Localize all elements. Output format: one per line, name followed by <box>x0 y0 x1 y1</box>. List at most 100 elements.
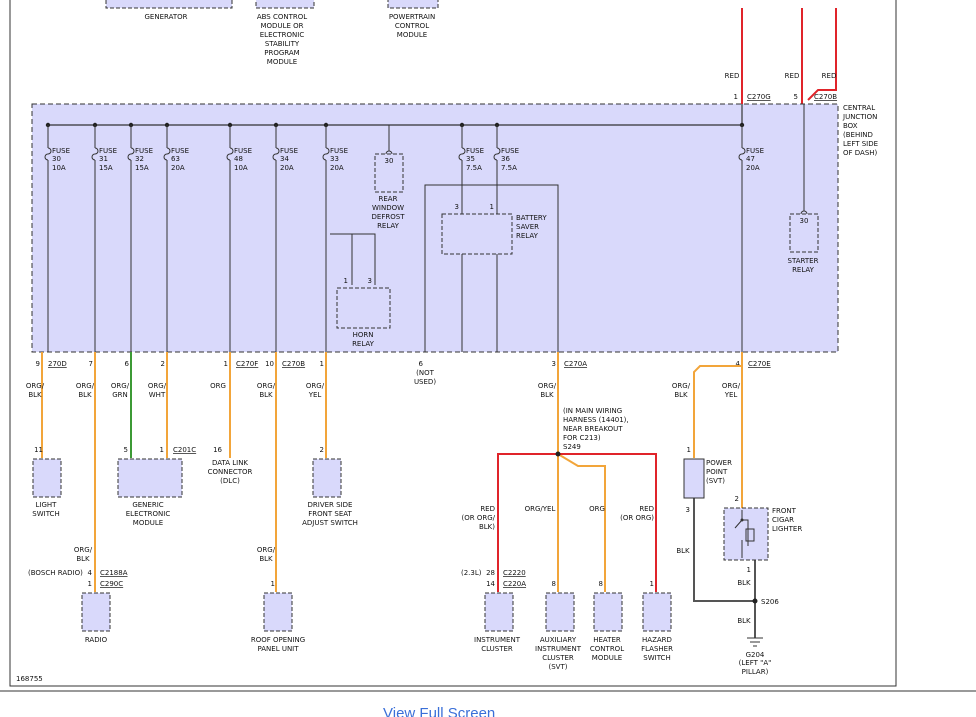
svg-text:ORG/YEL: ORG/YEL <box>306 382 325 399</box>
output-pin-3: 6 <box>125 360 130 368</box>
figure-id: 168755 <box>16 675 43 683</box>
svg-text:30: 30 <box>385 157 394 165</box>
svg-text:1: 1 <box>271 580 275 588</box>
svg-text:C2220: C2220 <box>503 569 526 577</box>
svg-text:2: 2 <box>320 446 324 454</box>
svg-text:C270F: C270F <box>236 360 258 368</box>
svg-text:(BOSCH RADIO): (BOSCH RADIO) <box>28 569 83 577</box>
svg-text:1: 1 <box>88 580 92 588</box>
svg-text:270D: 270D <box>48 360 67 368</box>
svg-text:ORG/BLK: ORG/BLK <box>74 546 93 563</box>
circuit-wires <box>41 352 758 638</box>
fuse-num: 30 <box>52 155 61 163</box>
fuse-amp: 15A <box>135 164 149 172</box>
svg-text:ORG/BLK: ORG/BLK <box>538 382 557 399</box>
svg-text:ORG/GRN: ORG/GRN <box>111 382 130 399</box>
fuse-word: FUSE <box>171 147 189 155</box>
fuse-amp: 20A <box>280 164 294 172</box>
svg-text:C290C: C290C <box>100 580 123 588</box>
fuse-num: 48 <box>234 155 243 163</box>
view-full-screen-link[interactable]: View Full Screen <box>383 705 496 717</box>
junction-box-internals: FUSE3010AFUSE3115AFUSE3215AFUSE6320AFUSE… <box>44 104 764 352</box>
light-switch-box <box>32 458 62 498</box>
svg-text:ORG/YEL: ORG/YEL <box>525 505 556 513</box>
svg-text:ORG/YEL: ORG/YEL <box>722 382 741 399</box>
svg-text:C201C: C201C <box>173 446 196 454</box>
svg-text:ORG/BLK: ORG/BLK <box>257 546 276 563</box>
svg-text:G204: G204 <box>746 651 765 659</box>
svg-text:BLK: BLK <box>676 547 690 555</box>
svg-text:C2188A: C2188A <box>100 569 128 577</box>
svg-text:C270B: C270B <box>282 360 305 368</box>
fuse-num: 33 <box>330 155 339 163</box>
svg-text:8: 8 <box>599 580 603 588</box>
fuse-num: 63 <box>171 155 180 163</box>
fuse-amp: 20A <box>171 164 185 172</box>
svg-text:1: 1 <box>490 203 494 211</box>
fuse-amp: 20A <box>746 164 760 172</box>
fuse-num: 36 <box>501 155 510 163</box>
feed-wire-color-1: RED <box>725 72 740 80</box>
fuse-word: FUSE <box>501 147 519 155</box>
svg-text:3: 3 <box>368 277 372 285</box>
svg-text:6: 6 <box>419 360 424 368</box>
svg-text:7: 7 <box>89 360 93 368</box>
svg-text:S249: S249 <box>563 443 581 451</box>
svg-text:4: 4 <box>88 569 93 577</box>
gem-box <box>117 458 183 498</box>
fuse-amp: 15A <box>99 164 113 172</box>
svg-text:4: 4 <box>736 360 741 368</box>
svg-text:2: 2 <box>735 495 739 503</box>
fuse-num: 32 <box>135 155 144 163</box>
fuse-num: 31 <box>99 155 108 163</box>
fuse-num: 35 <box>466 155 475 163</box>
svg-text:10: 10 <box>265 360 274 368</box>
svg-text:ORG/WHT: ORG/WHT <box>148 382 167 399</box>
svg-text:1: 1 <box>650 580 654 588</box>
svg-text:6: 6 <box>125 360 130 368</box>
svg-text:ORG/BLK: ORG/BLK <box>672 382 691 399</box>
svg-text:(LEFT "A"PILLAR): (LEFT "A"PILLAR) <box>739 659 772 676</box>
fuse-num: 34 <box>280 155 289 163</box>
fuse-word: FUSE <box>330 147 348 155</box>
svg-text:3: 3 <box>686 506 690 514</box>
output-pin-7: 1 <box>320 360 324 368</box>
fuse-word: FUSE <box>280 147 298 155</box>
svg-text:1: 1 <box>160 446 164 454</box>
svg-text:1: 1 <box>747 566 751 574</box>
fuse-word: FUSE <box>52 147 70 155</box>
svg-text:USED): USED) <box>414 378 436 386</box>
svg-text:RED(OR ORG/BLK): RED(OR ORG/BLK) <box>462 505 496 531</box>
feed-wires: RED RED RED 1 C270G 5 C270B <box>725 8 837 104</box>
svg-text:1: 1 <box>224 360 228 368</box>
svg-text:S206: S206 <box>761 598 779 606</box>
feed-connector-1: C270G <box>747 93 771 101</box>
svg-text:ORG: ORG <box>210 382 226 390</box>
svg-text:1: 1 <box>687 446 691 454</box>
